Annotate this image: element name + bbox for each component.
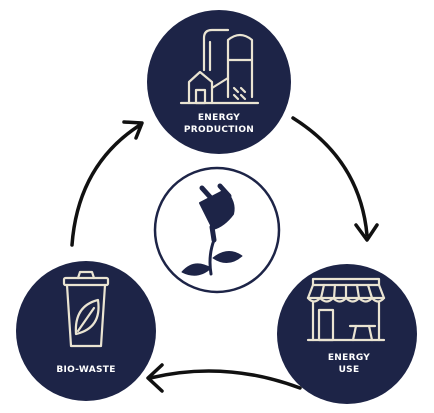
cycle-arrows (70, 116, 379, 393)
energy-production-label-line1: ENERGY (198, 113, 240, 123)
energy-use-label-line2: USE (339, 365, 360, 375)
leaf-bin-icon (62, 270, 110, 348)
center-hub (153, 166, 281, 294)
node-energy-production: ENERGY PRODUCTION (147, 10, 291, 154)
node-energy-production-circle (147, 10, 291, 154)
arrow-use-to-biowaste (148, 369, 302, 390)
arrow-production-to-use-head (354, 223, 379, 242)
arrow-use-to-biowaste-head (146, 363, 164, 393)
biogas-plant-icon (179, 28, 260, 105)
arrow-biowaste-to-production (70, 123, 142, 247)
arrow-production-to-use (291, 116, 369, 237)
energy-production-label-line2: PRODUCTION (184, 125, 254, 135)
energy-use-label-line1: ENERGY (328, 353, 370, 363)
plug-with-leaves-icon (181, 183, 243, 276)
arrow-biowaste-to-production-head (122, 120, 144, 140)
bio-waste-label: BIO-WASTE (56, 365, 115, 375)
node-bio-waste: BIO-WASTE (16, 261, 156, 401)
center-hub-circle (153, 166, 281, 294)
storefront-icon (306, 277, 386, 342)
node-energy-use: ENERGY USE (277, 264, 417, 404)
